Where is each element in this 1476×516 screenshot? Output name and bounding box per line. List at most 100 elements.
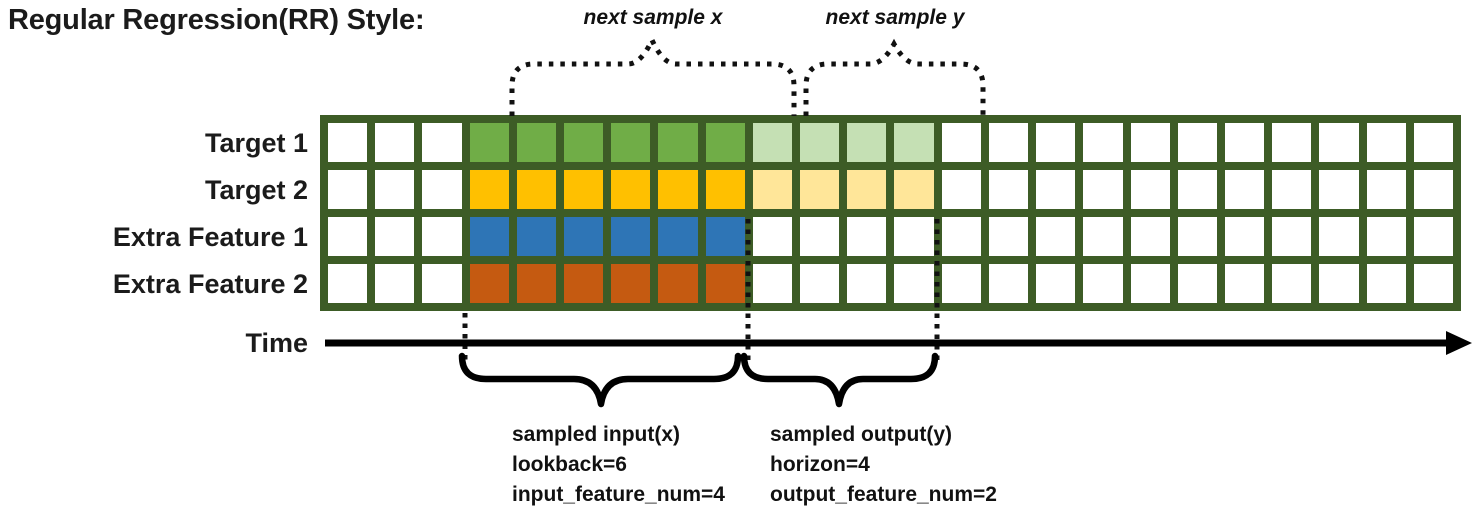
- cell-r4-c8: [658, 264, 698, 303]
- cell-r2-c10: [752, 170, 793, 209]
- row-label-3: Extra Feature 1: [112, 221, 308, 252]
- cell-r4-c14: [941, 264, 981, 303]
- cell-r3-c23: [1366, 217, 1406, 256]
- cell-r3-c17: [1083, 217, 1123, 256]
- cell-r2-c24: [1413, 170, 1453, 209]
- cell-r2-c16: [1036, 170, 1076, 209]
- cell-r2-c12: [847, 170, 887, 209]
- cell-r3-c13: [894, 217, 934, 256]
- cell-r2-c5: [516, 170, 557, 209]
- cell-r1-c15: [988, 123, 1029, 162]
- row-label-4: Extra Feature 2: [112, 268, 308, 299]
- cell-r2-c15: [988, 170, 1029, 209]
- sampled-output-note-line1: sampled output(y): [770, 423, 952, 446]
- cell-r1-c22: [1319, 123, 1359, 162]
- cell-r1-c20: [1224, 123, 1265, 162]
- page-title: Regular Regression(RR) Style:: [8, 4, 425, 36]
- cell-r2-c13: [894, 170, 934, 209]
- sampled-input-note: sampled input(x) lookback=6 input_featur…: [512, 420, 725, 510]
- cell-r2-c22: [1319, 170, 1359, 209]
- cell-r1-c17: [1083, 123, 1123, 162]
- cell-r2-c14: [941, 170, 981, 209]
- cell-r1-c9: [705, 123, 745, 162]
- cell-r4-c18: [1130, 264, 1170, 303]
- row-label-1: Target 1: [204, 127, 308, 158]
- cell-r3-c22: [1319, 217, 1359, 256]
- cell-r3-c11: [800, 217, 840, 256]
- next-sample-y-brace: [803, 38, 986, 116]
- cell-r4-c4: [469, 264, 509, 303]
- cell-r2-c23: [1366, 170, 1406, 209]
- cell-r1-c8: [658, 123, 698, 162]
- cell-r1-c5: [516, 123, 557, 162]
- row-label-2: Target 2: [204, 174, 308, 205]
- cell-r2-c8: [658, 170, 698, 209]
- cell-r4-c6: [564, 264, 604, 303]
- cell-r4-c3: [422, 264, 462, 303]
- cell-r2-c20: [1224, 170, 1265, 209]
- cell-r4-c21: [1272, 264, 1312, 303]
- cell-r4-c5: [516, 264, 557, 303]
- cell-r3-c12: [847, 217, 887, 256]
- sampled-output-note-line3: output_feature_num=2: [770, 483, 997, 506]
- cell-r1-c23: [1366, 123, 1406, 162]
- cell-r3-c16: [1036, 217, 1076, 256]
- cell-r2-c21: [1272, 170, 1312, 209]
- cell-r2-c9: [705, 170, 745, 209]
- cell-r1-c16: [1036, 123, 1076, 162]
- cell-r2-c11: [800, 170, 840, 209]
- cell-r3-c24: [1413, 217, 1453, 256]
- time-arrow-head-icon: [1446, 331, 1472, 355]
- cell-r3-c1: [328, 217, 368, 256]
- next-sample-y-label: next sample y: [825, 6, 965, 29]
- cell-r4-c22: [1319, 264, 1359, 303]
- cell-r3-c7: [611, 217, 651, 256]
- cell-r3-c15: [988, 217, 1029, 256]
- cell-r2-c4: [469, 170, 509, 209]
- cell-r1-c6: [564, 123, 604, 162]
- cell-r4-c13: [894, 264, 934, 303]
- cell-r4-c10: [752, 264, 793, 303]
- cell-r1-c7: [611, 123, 651, 162]
- cell-r2-c6: [564, 170, 604, 209]
- sampled-input-brace: [458, 352, 742, 408]
- cell-r4-c1: [328, 264, 368, 303]
- cell-r1-c4: [469, 123, 509, 162]
- cell-r1-c3: [422, 123, 462, 162]
- cell-r2-c7: [611, 170, 651, 209]
- cell-r4-c24: [1413, 264, 1453, 303]
- sampled-input-note-line2: lookback=6: [512, 453, 627, 476]
- cell-r4-c9: [705, 264, 745, 303]
- cell-r1-c24: [1413, 123, 1453, 162]
- sampled-output-note: sampled output(y) horizon=4 output_featu…: [770, 420, 997, 510]
- cell-r4-c19: [1177, 264, 1217, 303]
- time-axis-label: Time: [245, 328, 308, 358]
- cell-r1-c12: [847, 123, 887, 162]
- cell-r3-c14: [941, 217, 981, 256]
- cell-r1-c18: [1130, 123, 1170, 162]
- sampled-input-note-line1: sampled input(x): [512, 423, 681, 446]
- sampled-input-note-line3: input_feature_num=4: [512, 483, 725, 506]
- timestep-grid: [320, 115, 1461, 311]
- cell-r4-c15: [988, 264, 1029, 303]
- cell-r3-c8: [658, 217, 698, 256]
- cell-r1-c11: [800, 123, 840, 162]
- cell-r3-c18: [1130, 217, 1170, 256]
- cell-r3-c19: [1177, 217, 1217, 256]
- cell-r2-c19: [1177, 170, 1217, 209]
- cell-r3-c21: [1272, 217, 1312, 256]
- cell-r1-c1: [328, 123, 368, 162]
- cell-r4-c2: [375, 264, 415, 303]
- next-sample-x-label: next sample x: [583, 6, 723, 29]
- cell-r1-c14: [941, 123, 981, 162]
- cell-r4-c11: [800, 264, 840, 303]
- cell-r1-c19: [1177, 123, 1217, 162]
- cell-r3-c6: [564, 217, 604, 256]
- cell-r1-c13: [894, 123, 934, 162]
- cell-r2-c2: [375, 170, 415, 209]
- cell-r2-c1: [328, 170, 368, 209]
- cell-r3-c3: [422, 217, 462, 256]
- cell-r2-c17: [1083, 170, 1123, 209]
- cell-r1-c10: [752, 123, 793, 162]
